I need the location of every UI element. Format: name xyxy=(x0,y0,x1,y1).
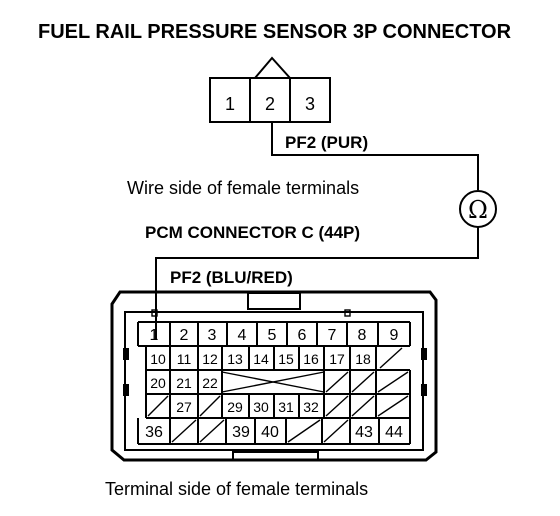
pcm-terminal-11: 11 xyxy=(177,351,192,367)
wire-pf2-blu-red-label: PF2 (BLU/RED) xyxy=(170,268,293,287)
pcm-terminal-3: 3 xyxy=(208,327,217,344)
pcm-terminal-2: 2 xyxy=(180,327,189,344)
terminal-side-label: Terminal side of female terminals xyxy=(105,479,368,499)
pcm-terminal-6: 6 xyxy=(298,327,307,344)
wire-pf2-pur-label: PF2 (PUR) xyxy=(285,133,368,152)
pcm-terminal-29: 29 xyxy=(227,399,243,415)
pcm-terminal-7: 7 xyxy=(328,327,337,344)
diagram-title: FUEL RAIL PRESSURE SENSOR 3P CONNECTOR xyxy=(38,21,512,43)
pcm-terminal-8: 8 xyxy=(358,327,367,344)
pcm-terminal-30: 30 xyxy=(253,399,269,415)
wire-pf2-blu-red xyxy=(155,227,479,340)
pcm-terminal-12: 12 xyxy=(202,351,218,367)
pcm-terminal-39: 39 xyxy=(232,424,250,441)
pcm-terminal-4: 4 xyxy=(238,327,247,344)
pcm-terminal-44: 44 xyxy=(385,424,403,441)
sensor-terminal-1: 1 xyxy=(225,94,235,114)
pcm-terminal-22: 22 xyxy=(202,375,218,391)
wire-pf2-pur xyxy=(271,122,479,190)
sensor-terminal-3: 3 xyxy=(305,94,315,114)
pcm-terminal-1: 1 xyxy=(150,327,159,344)
pcm-terminal-5: 5 xyxy=(268,327,277,344)
pcm-terminal-9: 9 xyxy=(390,327,399,344)
pcm-row-3: 20 21 22 xyxy=(150,375,218,391)
pcm-row-2: 10 11 12 13 14 15 16 17 18 xyxy=(150,351,371,367)
pcm-terminal-20: 20 xyxy=(150,375,166,391)
pcm-terminal-36: 36 xyxy=(145,424,163,441)
pcm-row-1: 1 2 3 4 5 6 7 8 9 xyxy=(150,327,399,344)
pcm-row-5: 36 39 40 43 44 xyxy=(145,424,403,441)
pcm-terminal-43: 43 xyxy=(355,424,373,441)
pcm-terminal-21: 21 xyxy=(176,375,192,391)
ohm-symbol: Ω xyxy=(468,196,488,224)
pcm-terminal-15: 15 xyxy=(278,351,294,367)
pcm-terminal-40: 40 xyxy=(261,424,279,441)
pcm-terminal-31: 31 xyxy=(278,399,294,415)
wire-side-label: Wire side of female terminals xyxy=(127,178,359,198)
pcm-row-4: 27 29 30 31 32 xyxy=(176,399,319,415)
sensor-terminal-2: 2 xyxy=(265,94,275,114)
pcm-terminal-17: 17 xyxy=(329,351,345,367)
pcm-terminal-14: 14 xyxy=(253,351,269,367)
pcm-terminal-18: 18 xyxy=(355,351,371,367)
pcm-terminal-10: 10 xyxy=(150,351,166,367)
pcm-terminal-16: 16 xyxy=(303,351,319,367)
pcm-connector-label: PCM CONNECTOR C (44P) xyxy=(145,223,360,242)
sensor-3p-connector: 1 2 3 xyxy=(209,56,331,123)
pcm-terminal-32: 32 xyxy=(303,399,319,415)
pcm-connector-44p xyxy=(110,290,438,462)
pcm-terminal-13: 13 xyxy=(227,351,243,367)
pcm-terminal-27: 27 xyxy=(176,399,192,415)
